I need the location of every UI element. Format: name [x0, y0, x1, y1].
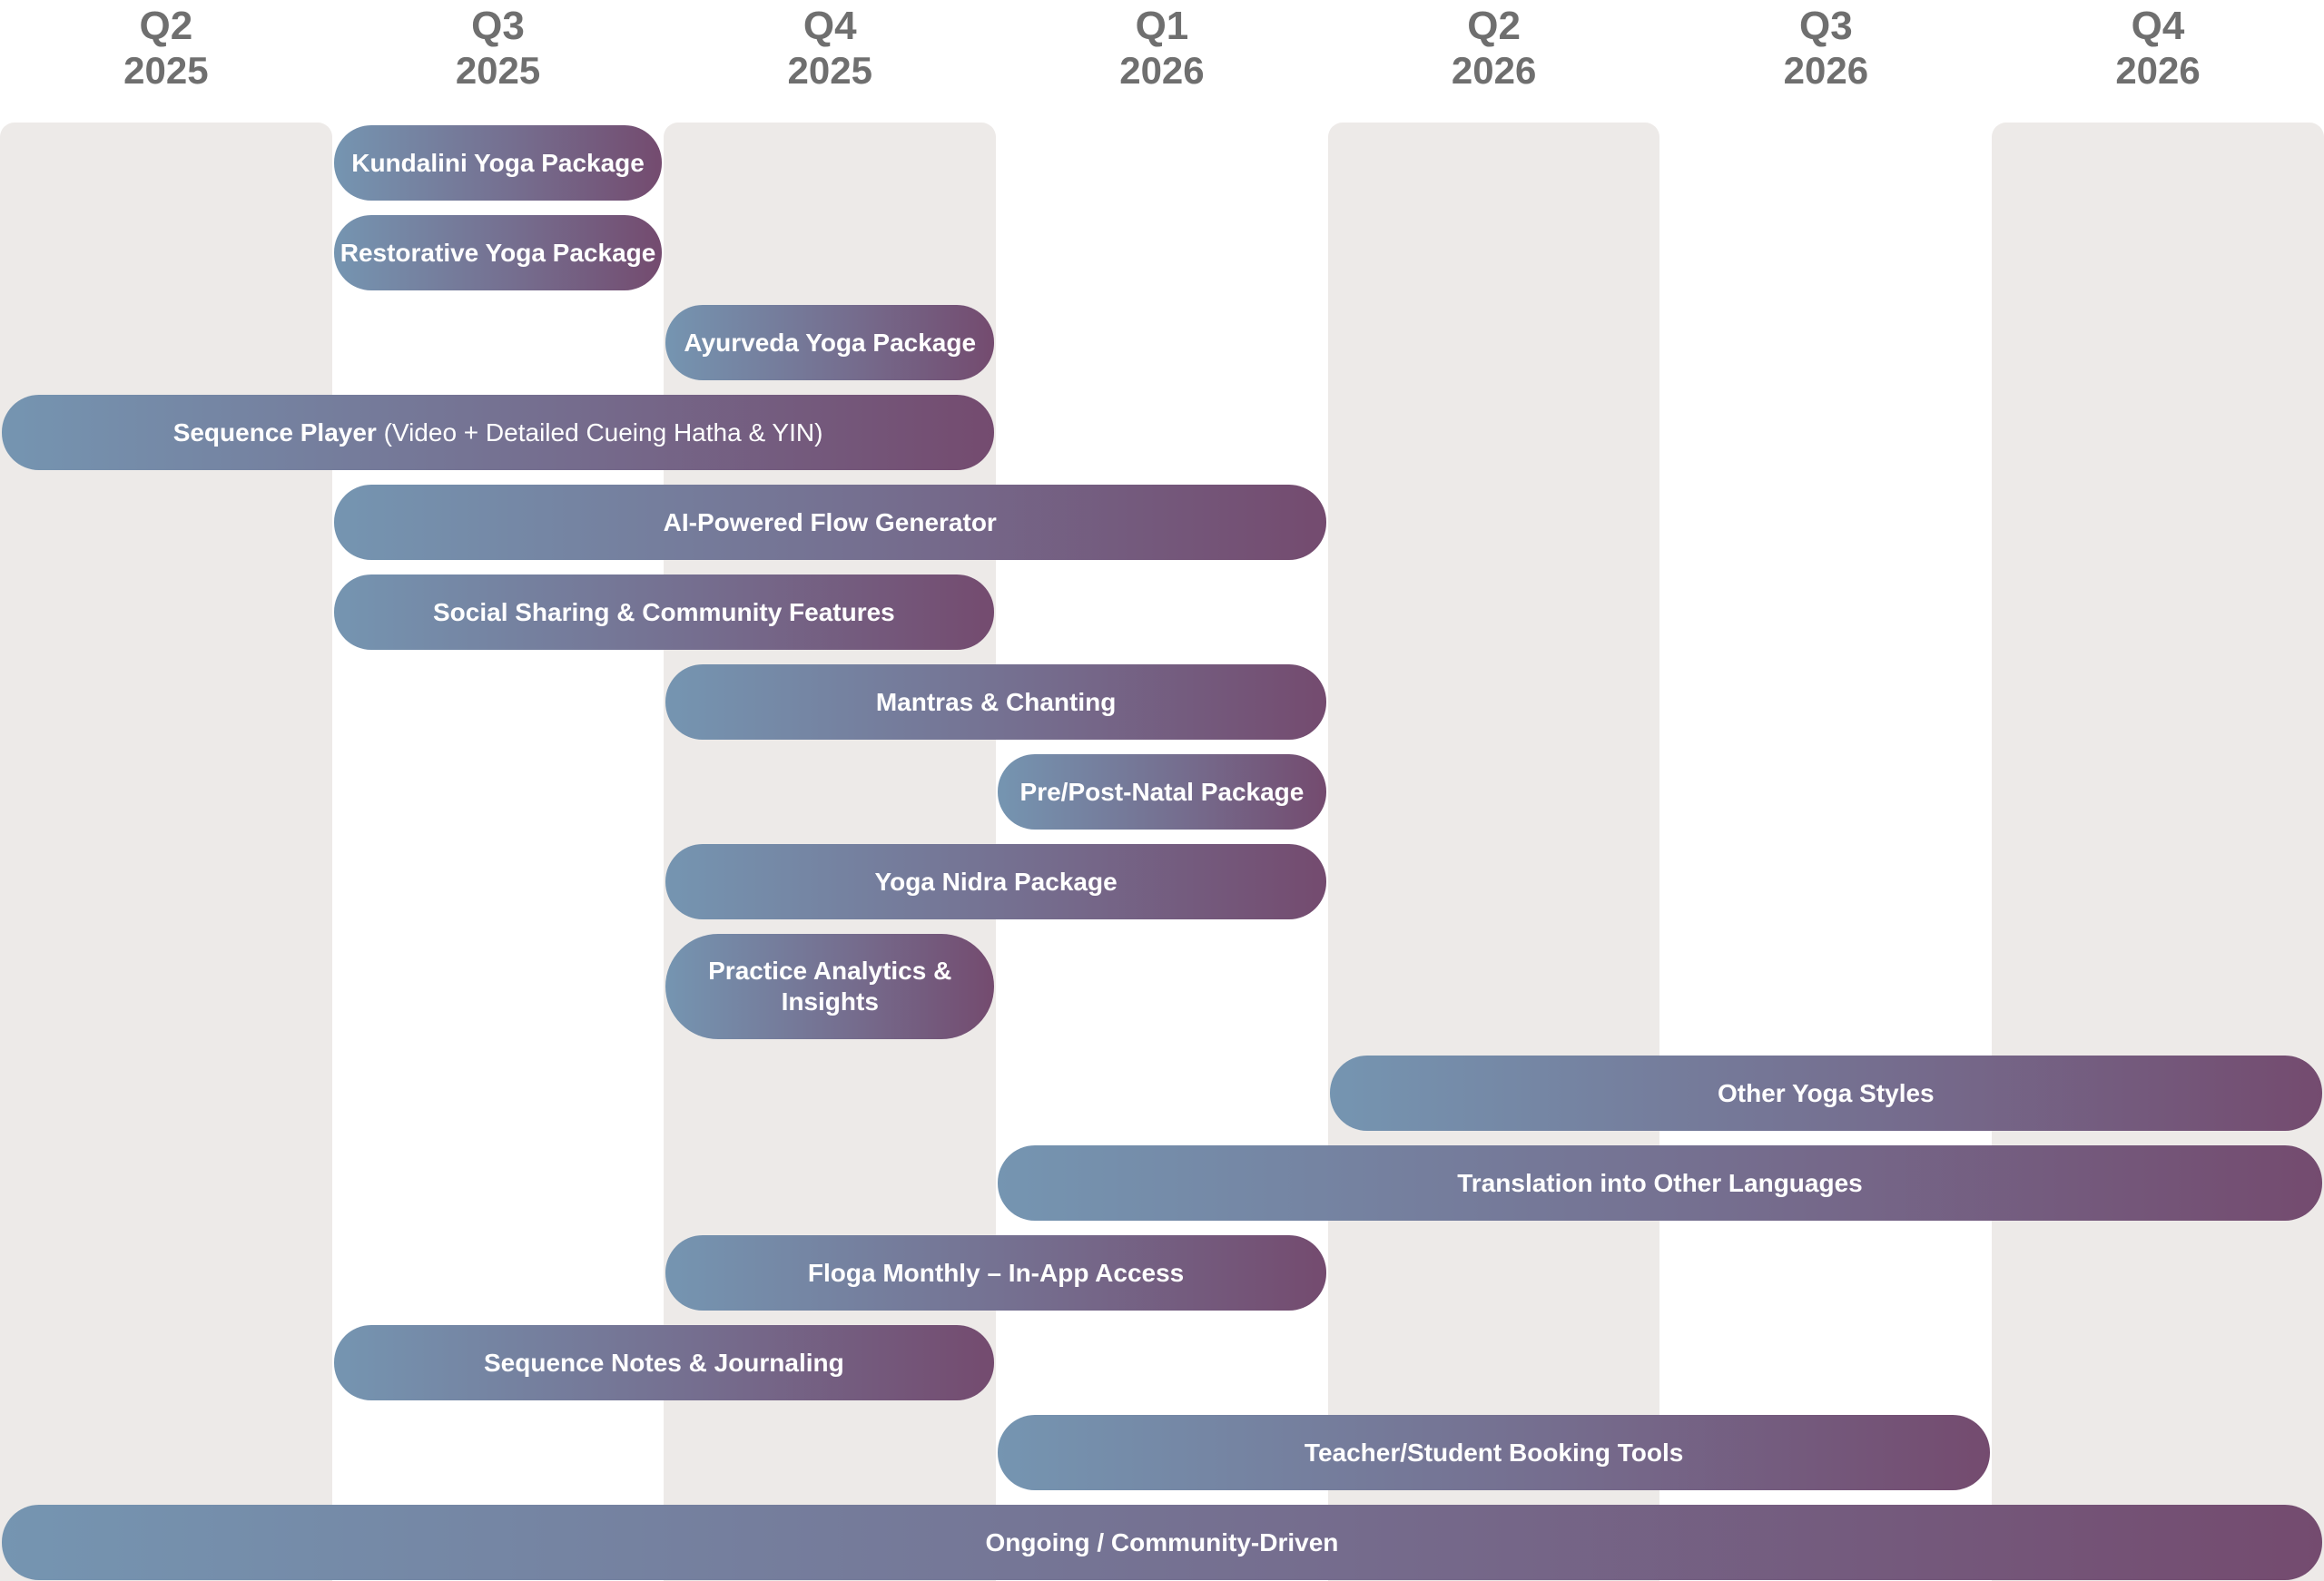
quarter-year: 2026 — [1119, 49, 1205, 92]
roadmap-bar-text: Floga Monthly – In-App Access — [808, 1258, 1184, 1289]
quarter-column-band — [1992, 123, 2324, 1581]
roadmap-bar-label: Sequence Player — [172, 417, 377, 447]
quarter-year: 2025 — [787, 49, 872, 92]
roadmap-bar-sequence-notes-journaling[interactable]: Sequence Notes & Journaling — [333, 1325, 995, 1400]
roadmap-bar-label: Ayurveda Yoga Package — [684, 328, 977, 357]
quarter-year: 2026 — [1451, 49, 1537, 92]
quarter-label: Q1 — [1135, 4, 1189, 48]
roadmap-bar-label: Yoga Nidra Package — [874, 867, 1118, 896]
roadmap-bar-text: Sequence Player (Video + Detailed Cueing… — [173, 417, 823, 448]
roadmap-bar-label: Teacher/Student Booking Tools — [1304, 1438, 1684, 1467]
roadmap-bar-text: Social Sharing & Community Features — [433, 597, 895, 628]
roadmap-bar-mantras-chanting[interactable]: Mantras & Chanting — [665, 664, 1326, 740]
quarter-label: Q4 — [2131, 4, 2185, 48]
roadmap-bar-text: AI-Powered Flow Generator — [664, 507, 997, 538]
roadmap-bar-label: Kundalini Yoga Package — [351, 148, 645, 177]
roadmap-bar-text: Yoga Nidra Package — [875, 867, 1118, 898]
roadmap-bar-social-sharing-community-features[interactable]: Social Sharing & Community Features — [333, 574, 995, 650]
roadmap-bar-label: Translation into Other Languages — [1457, 1168, 1863, 1197]
roadmap-bar-text: Restorative Yoga Package — [340, 238, 656, 269]
roadmap-bar-floga-monthly-in-app-access[interactable]: Floga Monthly – In-App Access — [665, 1235, 1326, 1311]
roadmap-bar-label: Restorative Yoga Package — [340, 238, 656, 267]
roadmap-bar-text: Translation into Other Languages — [1457, 1168, 1863, 1199]
roadmap-bar-label: Ongoing / Community-Driven — [985, 1527, 1339, 1556]
quarter-column-band — [1327, 123, 1660, 1581]
roadmap-bar-text: Sequence Notes & Journaling — [484, 1348, 844, 1379]
roadmap-bar-label: Floga Monthly – In-App Access — [807, 1258, 1185, 1287]
roadmap-bar-text: Ayurveda Yoga Package — [684, 328, 976, 358]
roadmap-bar-translation-into-other-languages[interactable]: Translation into Other Languages — [998, 1145, 2322, 1221]
quarter-label: Q4 — [803, 4, 857, 48]
quarter-label: Q3 — [1798, 4, 1853, 48]
quarter-year: 2025 — [455, 49, 541, 92]
roadmap-bar-text: Ongoing / Community-Driven — [986, 1527, 1339, 1558]
roadmap-bar-pre-post-natal-package[interactable]: Pre/Post-Natal Package — [998, 754, 1326, 830]
roadmap-bar-text: Mantras & Chanting — [876, 687, 1116, 718]
roadmap-bar-text: Teacher/Student Booking Tools — [1305, 1438, 1683, 1468]
roadmap-bar-label: Sequence Notes & Journaling — [484, 1348, 844, 1377]
roadmap-bar-practice-analytics-insights[interactable]: Practice Analytics & Insights — [665, 934, 995, 1039]
roadmap-bar-text: Other Yoga Styles — [1718, 1078, 1935, 1109]
roadmap-bar-label: Practice Analytics & Insights — [708, 957, 952, 1016]
roadmap-bar-text: Pre/Post-Natal Package — [1020, 777, 1305, 808]
roadmap-bar-kundalini-yoga-package[interactable]: Kundalini Yoga Package — [333, 125, 663, 201]
roadmap-bar-ai-powered-flow-generator[interactable]: AI-Powered Flow Generator — [333, 485, 1326, 560]
roadmap-bar-label: Pre/Post-Natal Package — [1019, 777, 1305, 806]
quarter-label: Q3 — [471, 4, 525, 48]
roadmap-bar-sublabel: (Video + Detailed Cueing Hatha & YIN) — [383, 417, 823, 447]
quarter-year: 2025 — [123, 49, 209, 92]
roadmap-bar-ayurveda-yoga-package[interactable]: Ayurveda Yoga Package — [665, 305, 995, 380]
roadmap-bar-teacher-student-booking-tools[interactable]: Teacher/Student Booking Tools — [998, 1415, 1991, 1490]
roadmap-bar-label: Social Sharing & Community Features — [432, 597, 895, 626]
quarter-year: 2026 — [2115, 49, 2201, 92]
roadmap-bar-text: Kundalini Yoga Package — [351, 148, 645, 179]
roadmap-bar-text: Practice Analytics & Insights — [694, 956, 966, 1017]
roadmap-bar-label: Mantras & Chanting — [875, 687, 1117, 716]
roadmap-bar-yoga-nidra-package[interactable]: Yoga Nidra Package — [665, 844, 1326, 919]
roadmap-bar-ongoing-community-driven[interactable]: Ongoing / Community-Driven — [2, 1505, 2322, 1580]
quarter-label: Q2 — [139, 4, 193, 48]
quarter-column-band — [0, 123, 332, 1581]
quarter-label: Q2 — [1467, 4, 1521, 48]
quarter-year: 2026 — [1783, 49, 1869, 92]
roadmap-bar-label: Other Yoga Styles — [1718, 1078, 1935, 1107]
roadmap-bar-label: AI-Powered Flow Generator — [663, 507, 997, 536]
roadmap-bar-restorative-yoga-package[interactable]: Restorative Yoga Package — [333, 215, 663, 290]
roadmap-bar-other-yoga-styles[interactable]: Other Yoga Styles — [1329, 1056, 2322, 1131]
roadmap-bar-sequence-player[interactable]: Sequence Player (Video + Detailed Cueing… — [2, 395, 995, 470]
